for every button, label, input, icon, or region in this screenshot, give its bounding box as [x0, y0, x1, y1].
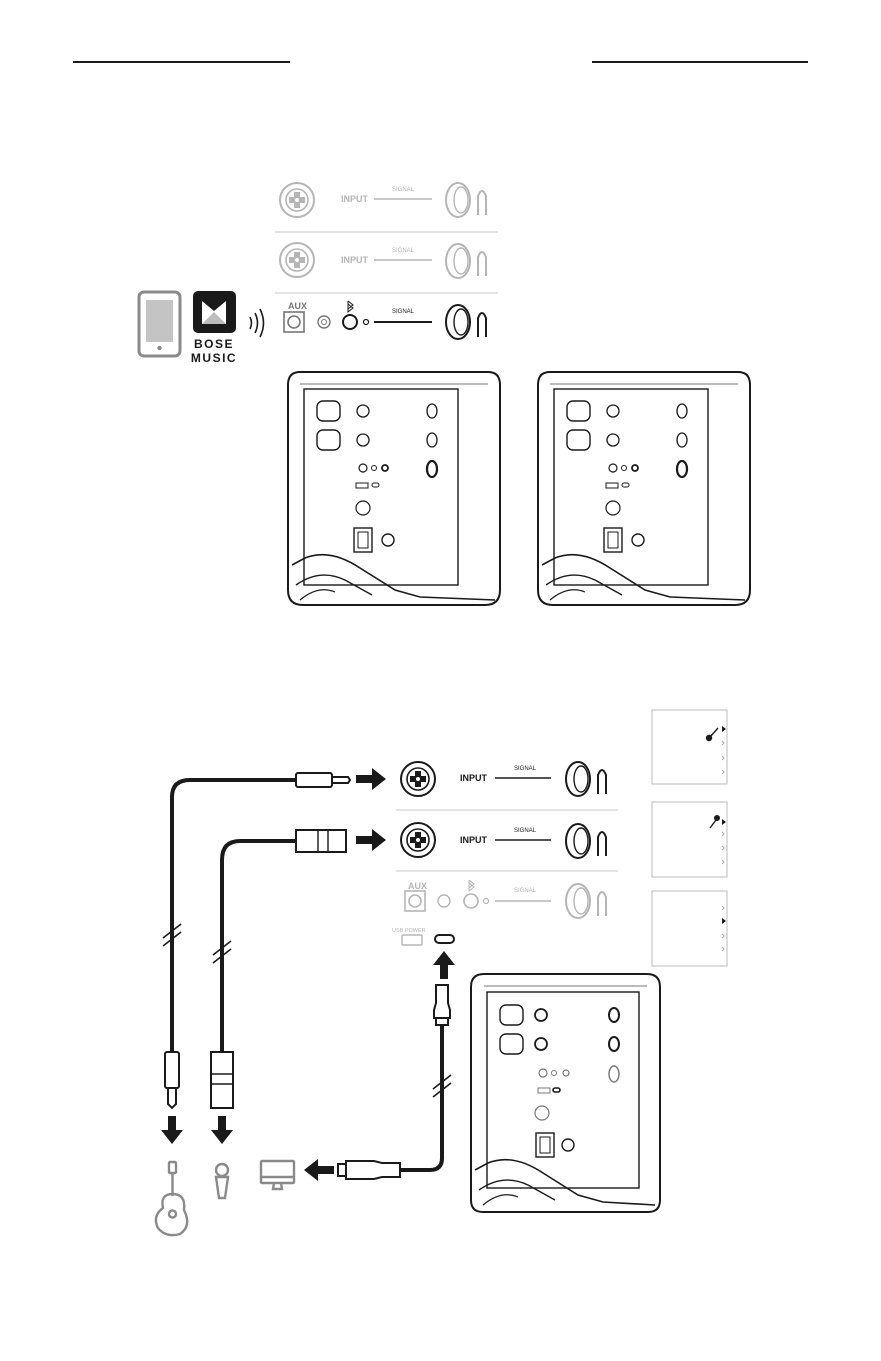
- signal-label: SIGNAL: [514, 828, 537, 834]
- top-control-panel: INPUT SIGNAL INPUT SIGNAL AUX SIGNAL: [275, 183, 498, 339]
- bluetooth-button[interactable]: [343, 315, 357, 329]
- arrow-to-microphone: [211, 1116, 233, 1144]
- top-channel-2: INPUT SIGNAL: [280, 243, 486, 278]
- mixer-screen-guitar: [652, 710, 727, 784]
- usb-power-label: USB POWER: [392, 928, 426, 934]
- usb-power-port[interactable]: [402, 935, 422, 945]
- combo-input-jack[interactable]: [401, 762, 435, 796]
- input-label: INPUT: [460, 835, 488, 845]
- computer-monitor-icon: [261, 1161, 294, 1189]
- volume-knob[interactable]: [566, 884, 606, 918]
- volume-knob[interactable]: [566, 762, 606, 796]
- instrument-cable: [163, 773, 350, 1108]
- bottom-channel-3-aux: AUX SIGNAL: [405, 880, 606, 918]
- arrow-to-computer: [304, 1159, 334, 1181]
- guitar-icon: [156, 1162, 187, 1235]
- signal-label: SIGNAL: [392, 309, 415, 315]
- signal-label: SIGNAL: [514, 888, 537, 894]
- bottom-control-panel: INPUT SIGNAL INPUT SIGNAL AUX SIGNAL USB…: [392, 762, 618, 945]
- usb-c-port[interactable]: [435, 935, 454, 943]
- arrow-into-input-2: [356, 829, 386, 851]
- signal-label: SIGNAL: [392, 187, 415, 193]
- bottom-channel-2: INPUT SIGNAL: [401, 823, 606, 858]
- bluetooth-led: [364, 320, 369, 325]
- combo-input-jack[interactable]: [401, 823, 435, 857]
- aux-label: AUX: [288, 301, 307, 311]
- volume-knob[interactable]: [446, 183, 486, 217]
- speaker-rear-left: [288, 372, 500, 605]
- input-label: INPUT: [341, 255, 369, 265]
- top-channel-1: INPUT SIGNAL: [280, 183, 486, 217]
- top-channel-3-aux: AUX SIGNAL: [284, 301, 486, 339]
- aux-jack[interactable]: [284, 312, 304, 332]
- arrow-to-guitar: [161, 1116, 183, 1144]
- mixer-screen-usb: [652, 891, 727, 966]
- bottom-channel-1: INPUT SIGNAL: [401, 762, 606, 796]
- microphone-icon: [216, 1164, 228, 1198]
- arrow-into-usb-c: [433, 951, 455, 979]
- speaker-rear-right: [538, 372, 750, 605]
- aux-jack[interactable]: [405, 891, 425, 911]
- smartphone-icon: [139, 292, 180, 356]
- arrow-into-input-1: [356, 768, 386, 790]
- volume-knob[interactable]: [446, 305, 486, 339]
- signal-label: SIGNAL: [514, 766, 537, 772]
- input-label: INPUT: [341, 194, 369, 204]
- wireless-waves-icon: [250, 309, 264, 337]
- xlr-cable: [211, 830, 346, 1108]
- microphone-icon: [710, 820, 716, 828]
- aux-mini-jack[interactable]: [438, 895, 450, 907]
- signal-label: SIGNAL: [392, 248, 415, 254]
- combo-input-jack[interactable]: [280, 243, 314, 277]
- usb-c-cable: [338, 985, 451, 1179]
- volume-knob[interactable]: [446, 244, 486, 278]
- guitar-icon: [710, 728, 718, 737]
- bluetooth-icon: [469, 880, 474, 891]
- speaker-rear-connected: [471, 974, 660, 1212]
- bose-music-app-icon: BOSE MUSIC: [191, 291, 237, 365]
- aux-mini-jack[interactable]: [318, 316, 330, 328]
- app-brand-top: BOSE: [194, 337, 234, 351]
- app-brand-bottom: MUSIC: [191, 351, 237, 365]
- aux-label: AUX: [408, 881, 427, 891]
- mixer-screen-microphone: [652, 802, 727, 877]
- bluetooth-button[interactable]: [464, 894, 478, 908]
- input-label: INPUT: [460, 773, 488, 783]
- combo-input-jack[interactable]: [280, 183, 314, 217]
- bluetooth-icon: [348, 301, 353, 312]
- volume-knob[interactable]: [566, 824, 606, 858]
